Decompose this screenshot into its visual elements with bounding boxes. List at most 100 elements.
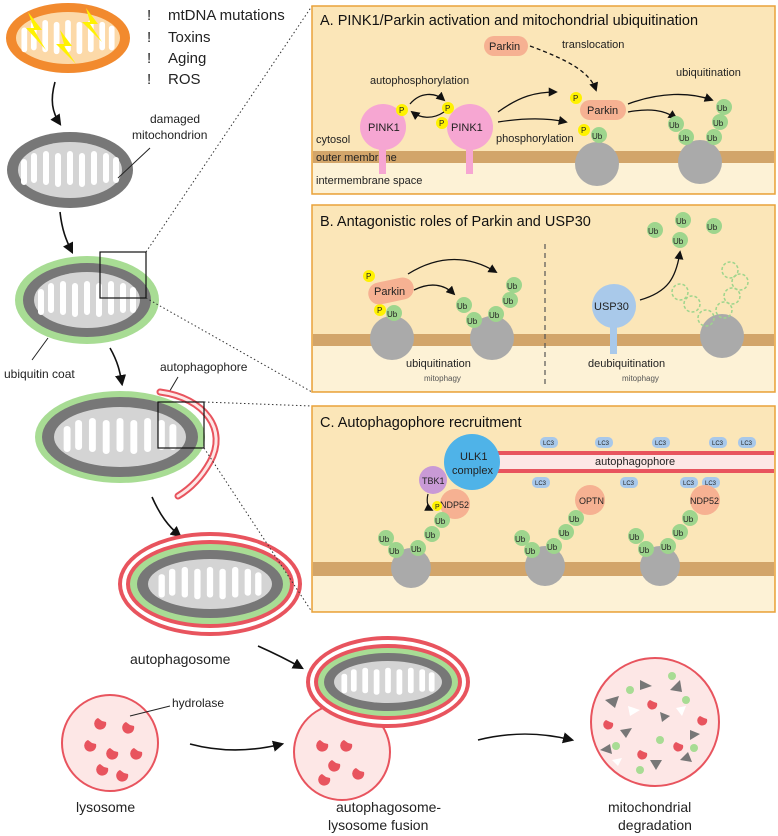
svg-text:Ub: Ub [435,517,446,526]
hydrolase-icon [96,764,109,776]
damaged-mitochondrion [7,132,133,208]
label-autophagophore-c: autophagophore [595,456,675,468]
ndp52-protein [690,485,720,515]
label-fusion-2: lysosome fusion [328,817,428,833]
svg-text:P: P [377,306,382,315]
svg-text:LC3: LC3 [543,441,555,447]
label-autophagophore: autophagophore [160,360,248,374]
svg-text:Ub: Ub [629,533,640,542]
svg-text:Ub: Ub [569,515,580,524]
exclamation-icon: ! [147,29,151,46]
svg-text:Ub: Ub [489,311,500,320]
label-degradation-2: degradation [618,817,692,833]
svg-text:Ub: Ub [713,119,724,128]
exclamation-icon: ! [147,50,151,67]
svg-text:Ub: Ub [717,104,728,113]
flow-arrow [189,740,285,752]
svg-text:Ub: Ub [547,543,558,552]
flow-arrow [151,496,182,538]
exclamation-icon: ! [147,7,151,24]
label-fusion-1: autophagosome- [336,799,441,815]
lightning-icon [26,12,46,50]
degradation-vesicle [590,657,720,787]
mito-protein [575,142,619,186]
label-mitophagy-b2: mitophagy [622,374,659,383]
svg-text:Ub: Ub [673,529,684,538]
flow-arrow [59,211,74,255]
stressed-mitochondrion [6,3,130,73]
svg-text:TBK1: TBK1 [422,476,445,486]
mito-protein [391,548,431,588]
label-deubiquitination: deubiquitination [588,358,665,370]
optn-protein [575,485,605,515]
panel-a: A. PINK1/Parkin activation and mitochond… [311,5,776,195]
flow-arrow [50,81,62,126]
svg-text:Ub: Ub [707,223,718,232]
label-ubiquitination-b: ubiquitination [406,358,471,370]
svg-text:Ub: Ub [559,529,570,538]
svg-text:LC3: LC3 [623,481,635,487]
flow-arrow [477,732,575,744]
autophagosome-lysosome-fusion [293,636,470,801]
label-hydrolase: hydrolase [172,696,224,710]
label-ubiquitination-a: ubiquitination [676,67,741,79]
parkin-protein [368,277,414,305]
svg-text:Ub: Ub [676,217,687,226]
svg-text:Ub: Ub [673,237,684,246]
mitochondrion-with-phagophore [35,388,220,500]
label-ubiquitin-coat: ubiquitin coat [4,367,75,381]
hydrolase-icon [130,748,143,760]
lightning-icon [82,8,102,42]
flow-arrow [257,645,304,670]
panel-a-title: A. PINK1/Parkin activation and mitochond… [320,13,698,29]
svg-text:Ub: Ub [707,134,718,143]
stressor-aging: Aging [168,50,206,67]
svg-text:OPTN: OPTN [579,496,604,506]
svg-text:Parkin: Parkin [489,41,520,53]
svg-text:Ub: Ub [503,297,514,306]
mito-protein [700,314,744,358]
svg-text:USP30: USP30 [594,301,629,313]
svg-text:Ub: Ub [648,227,659,236]
svg-text:Ub: Ub [592,132,603,141]
stressor-list: ! mtDNA mutations ! Toxins ! Aging ! ROS [147,7,285,88]
svg-text:Ub: Ub [387,310,398,319]
hydrolase-icon [116,770,129,782]
svg-text:Ub: Ub [411,545,422,554]
lysosome [61,694,159,792]
zoom-box-c [157,401,205,449]
label-intermembrane-space: intermembrane space [316,175,422,187]
exclamation-icon: ! [147,71,151,88]
svg-text:Ub: Ub [467,317,478,326]
svg-text:P: P [581,126,586,135]
tbk1-protein [419,466,447,494]
outer-membrane [313,151,774,163]
autophagosome [118,532,302,636]
ubiquitinated-mitochondrion [15,256,159,344]
svg-text:P: P [445,104,450,113]
label-degradation-1: mitochondrial [608,799,691,815]
lightning-icon [56,30,76,64]
hydrolase-icon [94,718,107,730]
svg-text:P: P [435,504,440,511]
svg-text:Ub: Ub [525,547,536,556]
hydrolase-icon [84,740,97,752]
svg-text:LC3: LC3 [598,441,610,447]
label-autophagosome: autophagosome [130,651,231,667]
usp30-protein [592,284,636,328]
parkin-protein [580,100,626,120]
svg-text:Parkin: Parkin [374,286,405,298]
panel-b: B. Antagonistic roles of Parkin and USP3… [311,204,776,393]
stressor-toxins: Toxins [168,29,211,46]
ndp52-protein [440,489,470,519]
panel-b-title: B. Antagonistic roles of Parkin and USP3… [320,214,591,230]
svg-text:LC3: LC3 [655,441,667,447]
svg-text:LC3: LC3 [741,441,753,447]
label-translocation: translocation [562,39,624,51]
svg-text:P: P [573,94,578,103]
svg-text:LC3: LC3 [705,481,717,487]
svg-text:Ub: Ub [639,546,650,555]
pink1-protein [447,104,493,150]
label-cytosol: cytosol [316,134,350,146]
